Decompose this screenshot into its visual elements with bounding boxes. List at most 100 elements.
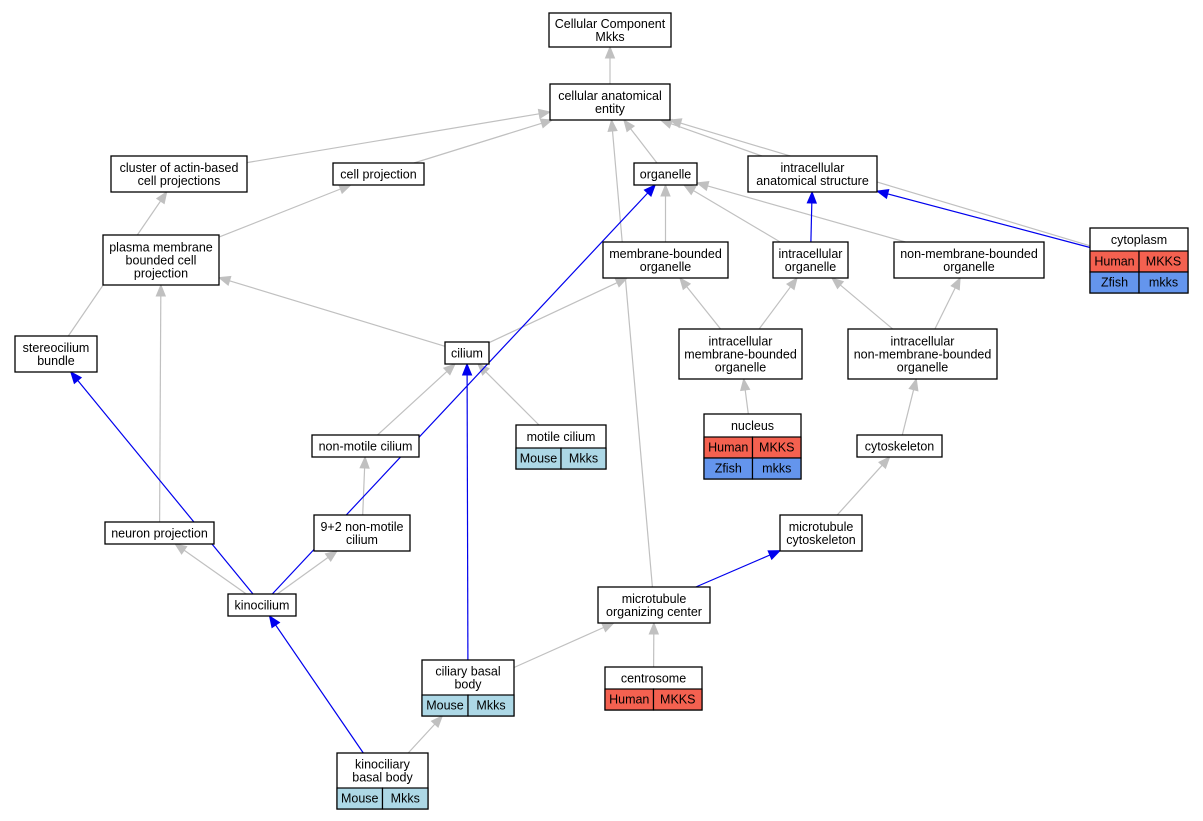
edge-organelle-to-cae bbox=[623, 118, 658, 164]
edge-mtcyto-to-cytoskel bbox=[836, 456, 891, 516]
edge-arrowhead bbox=[338, 184, 352, 195]
edge-line bbox=[630, 128, 658, 164]
node-box bbox=[597, 586, 711, 624]
node-label: organelle bbox=[943, 260, 994, 274]
node-organelle[interactable]: organelle bbox=[633, 162, 698, 186]
gene-label: Mkks bbox=[476, 699, 505, 713]
node-box bbox=[444, 341, 490, 365]
edge-line bbox=[611, 130, 653, 588]
node-label: microtubule bbox=[622, 592, 687, 606]
node-label: organelle bbox=[640, 260, 691, 274]
node-label: Cellular Component bbox=[555, 17, 666, 31]
edge-inmbo-to-io bbox=[830, 277, 894, 330]
edge-arrowhead bbox=[155, 190, 168, 205]
node-box bbox=[549, 83, 671, 121]
node-inmbo[interactable]: intracellularnon-membrane-boundedorganel… bbox=[847, 328, 998, 380]
edge-line bbox=[758, 286, 791, 330]
node-kinocilium[interactable]: kinocilium bbox=[227, 593, 297, 617]
node-cytoskel[interactable]: cytoskeleton bbox=[856, 434, 943, 458]
species-label: Human bbox=[609, 693, 649, 707]
edge-line bbox=[887, 193, 1091, 249]
node-label: 9+2 non-motile bbox=[320, 520, 403, 534]
edge-nmbo-to-organelle bbox=[695, 181, 906, 243]
edge-arrowhead bbox=[442, 363, 456, 376]
edge-line bbox=[513, 626, 604, 669]
node-label: cytoskeleton bbox=[865, 439, 935, 453]
node-neuronproj[interactable]: neuron projection bbox=[104, 521, 215, 545]
gene-cell bbox=[381, 787, 429, 810]
edge-kbb-to-cbb bbox=[407, 715, 444, 754]
edge-arrowhead bbox=[786, 276, 798, 291]
edge-kinocilium-to-stereo bbox=[69, 370, 254, 595]
edge-line bbox=[707, 185, 906, 243]
species-label: Zfish bbox=[715, 462, 742, 476]
node-label: cilium bbox=[451, 346, 483, 360]
node-label: microtubule bbox=[789, 520, 854, 534]
edge-cae-to-root bbox=[604, 45, 616, 84]
node-label: cluster of actin-based bbox=[120, 161, 239, 175]
edge-arrowhead bbox=[607, 118, 618, 132]
edge-line bbox=[218, 188, 341, 238]
species-label: Zfish bbox=[1101, 276, 1128, 290]
edge-nonmotile-to-cilium bbox=[377, 363, 456, 436]
edge-arrowhead bbox=[660, 183, 671, 197]
species-label: Mouse bbox=[520, 452, 558, 466]
node-label: motile cilium bbox=[527, 430, 596, 444]
node-label: anatomical structure bbox=[756, 174, 869, 188]
node-label: non-membrane-bounded bbox=[900, 247, 1038, 261]
edge-line bbox=[485, 371, 540, 426]
node-label: nucleus bbox=[731, 419, 774, 433]
node-box bbox=[332, 162, 425, 186]
gene-label: MKKS bbox=[759, 441, 794, 455]
edge-motile-to-cilium bbox=[477, 363, 540, 426]
edge-arrowhead bbox=[740, 377, 751, 392]
node-box bbox=[102, 234, 220, 286]
node-label: plasma membrane bbox=[109, 240, 213, 254]
node-label: body bbox=[454, 677, 482, 691]
node-label: cytoplasm bbox=[1111, 233, 1167, 247]
node-label: intracellular bbox=[891, 334, 955, 348]
edge-cytoplasm-to-ias bbox=[875, 189, 1091, 249]
gene-label: Mkks bbox=[391, 792, 420, 806]
node-box bbox=[104, 521, 215, 545]
edge-cbb-to-mtoc bbox=[513, 622, 615, 669]
gene-cell bbox=[652, 688, 703, 711]
node-box bbox=[548, 12, 672, 48]
edge-kbb-to-kinocilium bbox=[268, 614, 364, 754]
node-label: organelle bbox=[715, 360, 766, 374]
node-label: entity bbox=[595, 102, 626, 116]
edge-mtoc-to-cae bbox=[607, 118, 653, 588]
node-cellproj[interactable]: cell projection bbox=[332, 162, 425, 186]
edge-arrowhead bbox=[430, 715, 444, 728]
node-nonmotile[interactable]: non-motile cilium bbox=[311, 434, 420, 458]
node-box bbox=[14, 335, 98, 373]
node-label: kinociliary bbox=[355, 757, 411, 771]
edge-cellproj-to-cae bbox=[413, 118, 554, 164]
edge-cluster-to-cae bbox=[246, 108, 552, 164]
node-label: kinocilium bbox=[235, 598, 290, 612]
edge-line bbox=[246, 113, 540, 164]
node-cilium[interactable]: cilium bbox=[444, 341, 490, 365]
edge-io-to-ias bbox=[806, 190, 818, 243]
edge-arrowhead bbox=[174, 543, 188, 555]
